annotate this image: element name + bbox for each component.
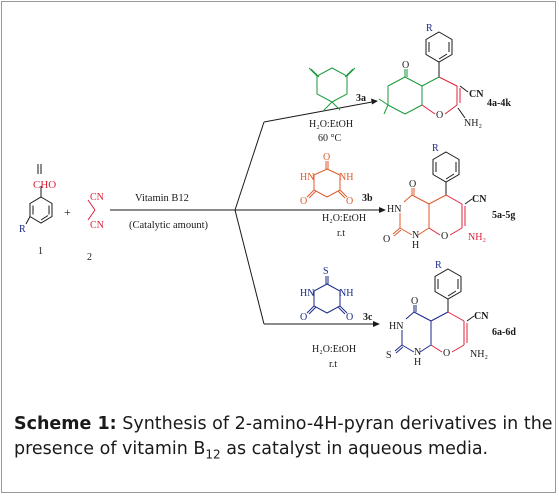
malononitrile-cn-top: CN <box>90 192 104 203</box>
malononitrile-structure <box>87 199 96 221</box>
branch-3b-label: 3b <box>362 193 373 204</box>
product-6-nh: N <box>414 347 421 358</box>
product-6-hn: HN <box>389 321 403 332</box>
product-5-r: R <box>432 143 439 154</box>
figure-caption: Scheme 1: Synthesis of 2-amino-4H-pyran … <box>14 412 554 468</box>
product-5-range: 5a-5g <box>492 210 515 221</box>
branch-3c-label: 3c <box>363 312 373 323</box>
product-4-nh2: NH₂ <box>464 118 482 129</box>
product-4-o-ketone: O <box>402 60 409 71</box>
arrowhead-3c <box>373 321 380 327</box>
product-6-nh2: NH₂ <box>470 349 488 360</box>
catalyst-label: Vitamin B12 <box>135 193 189 204</box>
aldehyde-r-label: R <box>19 224 26 235</box>
product-6-s: S <box>386 350 392 361</box>
barbituric-o-left: O <box>300 196 307 207</box>
product-6-o-top: O <box>411 296 418 307</box>
branch-3b-solvent: H₂O:EtOH <box>322 213 366 224</box>
product-6-cn: CN <box>474 311 489 322</box>
branch-3a-label: 3a <box>356 93 366 104</box>
branch-3b-condition: r.t <box>337 228 345 239</box>
arrowhead-3b <box>379 207 386 213</box>
product-5-nh: N <box>412 230 419 241</box>
caption-text-after: as catalyst in aqueous media. <box>220 439 489 459</box>
catalyst-note: (Catalytic amount) <box>129 220 209 231</box>
product-5-o-left: O <box>383 234 390 245</box>
product-4-r: R <box>426 23 433 34</box>
thiobarbituric-o-left: O <box>300 312 307 323</box>
aldehyde-o-label: CHO <box>33 179 56 191</box>
barbituric-acid-structure <box>306 161 348 199</box>
product-4-cn: CN <box>469 89 484 100</box>
product-5-nh2: NH₂ <box>468 232 486 243</box>
branch-3a-solvent: H₂O:EtOH <box>309 119 353 130</box>
product-4-o-ring: O <box>436 110 443 121</box>
caption-text-before: Synthesis of 2-amino-4H-pyran derivative… <box>14 414 553 459</box>
barbituric-hn: HN <box>300 172 314 183</box>
reaction-arrows <box>110 101 380 325</box>
barbituric-o-top: O <box>323 152 330 163</box>
arrowhead-3a <box>371 98 378 105</box>
product-4-range: 4a-4k <box>487 98 511 109</box>
thiobarbituric-s: S <box>323 266 329 277</box>
caption-label: Scheme 1: <box>14 414 117 434</box>
dimedone-structure <box>308 67 356 111</box>
barbituric-o-right: O <box>346 196 353 207</box>
product-6-structure <box>394 268 475 354</box>
product-6-nh-h: H <box>414 357 421 368</box>
compound-2-number: 2 <box>87 252 92 263</box>
product-5-structure <box>392 151 473 237</box>
product-5-nh-h: H <box>412 240 419 251</box>
thiobarbituric-o-right: O <box>346 312 353 323</box>
product-5-hn: HN <box>387 204 401 215</box>
thiobarbituric-acid-structure <box>306 276 348 315</box>
thiobarbituric-hn: HN <box>300 288 314 299</box>
branch-3c-condition: r.t <box>329 359 337 370</box>
barbituric-nh: NH <box>339 172 353 183</box>
product-5-o-top: O <box>409 179 416 190</box>
branch-3c-solvent: H₂O:EtOH <box>312 344 356 355</box>
product-6-r: R <box>435 260 442 271</box>
plus-sign: + <box>64 205 71 219</box>
branch-3a-condition: 60 °C <box>318 133 341 144</box>
product-6-o-ring: O <box>443 348 450 359</box>
benzaldehyde-structure <box>25 164 53 225</box>
product-6-range: 6a-6d <box>492 327 516 338</box>
caption-subscript: 12 <box>205 447 221 462</box>
malononitrile-cn-bottom: CN <box>90 220 104 231</box>
product-5-cn: CN <box>472 194 487 205</box>
compound-1-number: 1 <box>38 246 43 257</box>
product-5-o-ring: O <box>441 231 448 242</box>
product-4-structure <box>378 31 469 119</box>
thiobarbituric-nh: NH <box>339 288 353 299</box>
